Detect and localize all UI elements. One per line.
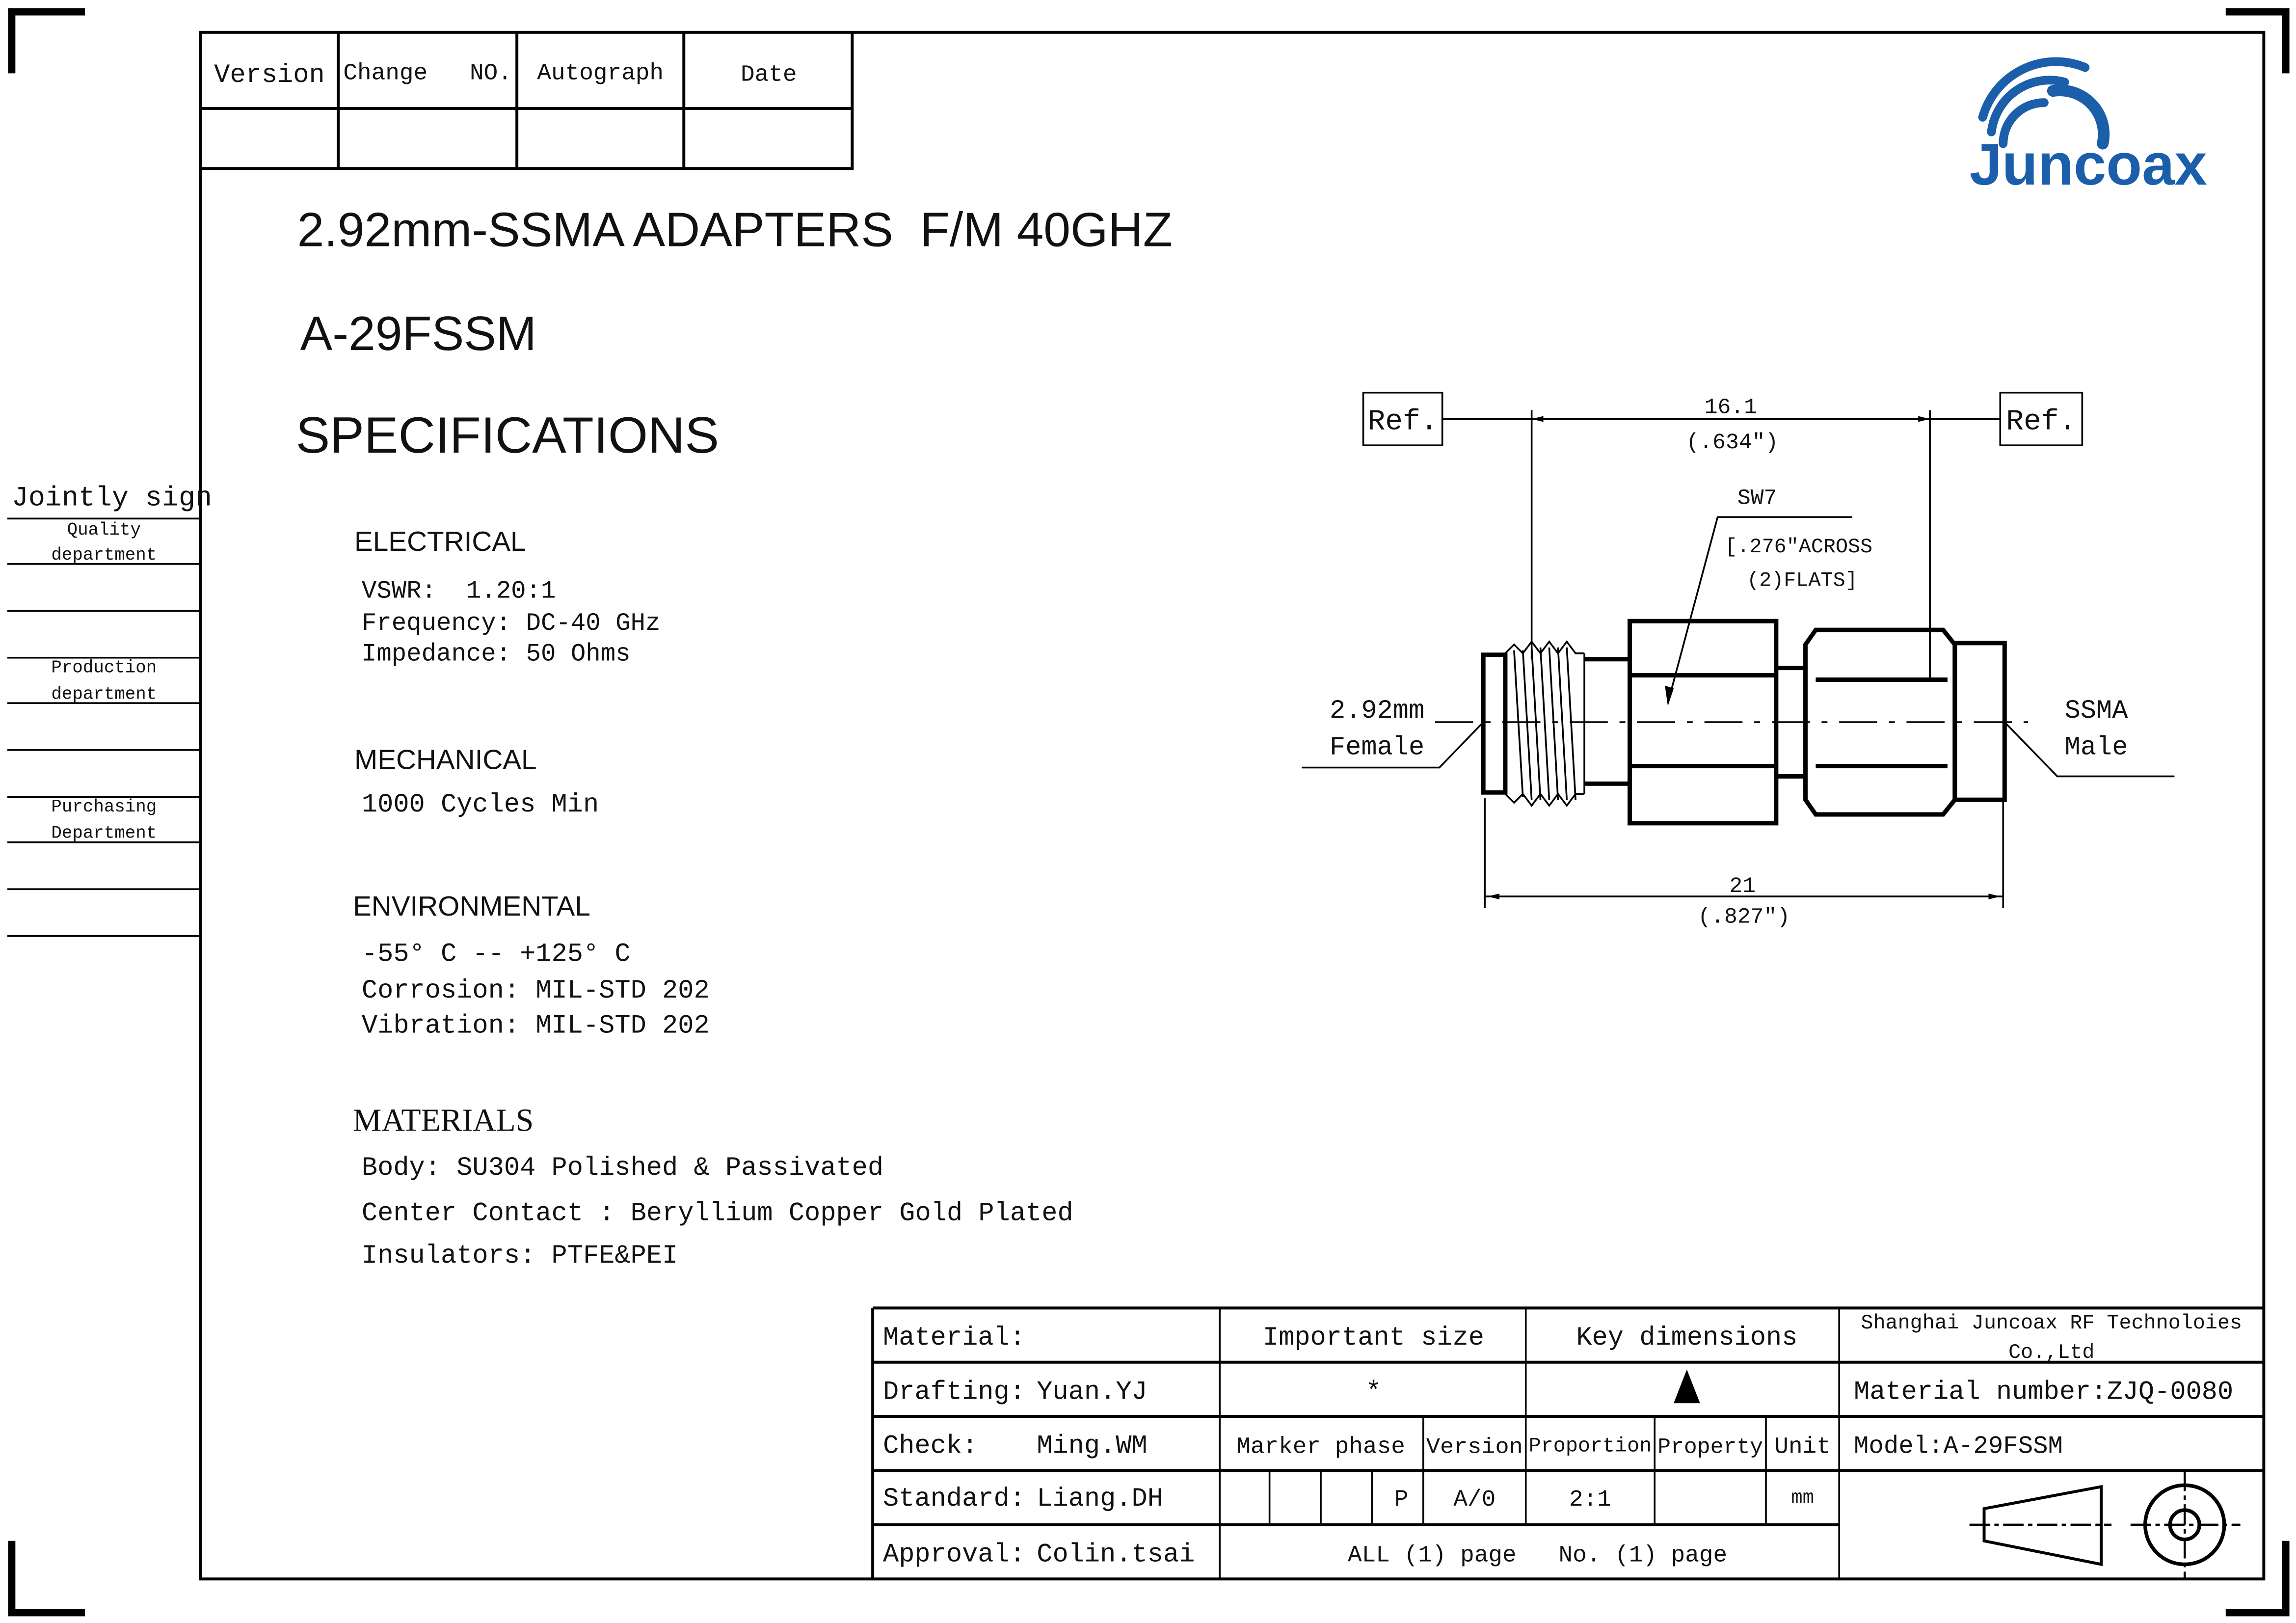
company-name-2: Co.,Ltd <box>2008 1341 2094 1364</box>
spec-frequency: Frequency: DC-40 GHz <box>362 610 661 638</box>
model-number: A-29FSSM <box>300 306 536 360</box>
wrench-size: SW7 <box>1737 486 1777 511</box>
juncoax-logo: Juncoax <box>1970 57 2207 197</box>
right-connector-type: SSMA <box>2065 696 2129 726</box>
revision-header-version: Version <box>214 60 325 90</box>
jointly-sign-panel: Jointly sign Quality department Producti… <box>7 483 212 937</box>
important-size-header: Important size <box>1263 1323 1484 1353</box>
purchasing-department-label-2: Department <box>51 823 157 843</box>
specifications: ELECTRICAL VSWR: 1.20:1 Frequency: DC-40… <box>353 526 1073 1271</box>
proportion-header: Proportion <box>1529 1434 1652 1458</box>
ref-left-label: Ref. <box>1368 405 1438 438</box>
ref-right-label: Ref. <box>2006 405 2076 438</box>
mechanical-heading: MECHANICAL <box>354 744 537 775</box>
revision-header-autograph: Autograph <box>537 60 664 86</box>
dim-top-in: (.634") <box>1686 431 1778 455</box>
drawing-frame <box>199 30 2266 1581</box>
standard-name: Liang.DH <box>1037 1484 1163 1514</box>
standard-label: Standard: <box>883 1484 1025 1514</box>
right-connector-gender: Male <box>2065 733 2128 763</box>
product-title: 2.92mm-SSMA ADAPTERS F/M 40GHZ <box>297 202 1173 256</box>
page-count: ALL (1) page No. (1) page <box>1348 1542 1727 1569</box>
quality-department-label-2: department <box>51 545 157 565</box>
check-label: Check: <box>883 1432 978 1461</box>
key-dimension-triangle-icon <box>1674 1369 1700 1404</box>
production-department-label: Production <box>51 658 157 678</box>
proportion-value: 2:1 <box>1569 1487 1611 1513</box>
purchasing-department-label: Purchasing <box>51 797 157 817</box>
spec-center-contact: Center Contact : Beryllium Copper Gold P… <box>362 1198 1073 1228</box>
dim-bottom-in: (.827") <box>1698 905 1790 930</box>
version-header: Version <box>1426 1435 1523 1460</box>
spec-vswr: VSWR: 1.20:1 <box>362 577 556 605</box>
drafting-label: Drafting: <box>883 1377 1025 1407</box>
left-connector-gender: Female <box>1330 733 1424 763</box>
quality-department-label: Quality <box>67 520 141 540</box>
electrical-heading: ELECTRICAL <box>354 526 526 557</box>
model-field: Model:A-29FSSM <box>1854 1433 2063 1461</box>
spec-cycles: 1000 Cycles Min <box>362 790 599 820</box>
revision-header-change-no: Change NO. <box>343 60 512 86</box>
spec-impedance: Impedance: 50 Ohms <box>362 641 631 669</box>
left-connector-type: 2.92mm <box>1330 696 1424 726</box>
property-header: Property <box>1657 1435 1763 1460</box>
revision-table: Version Change NO. Autograph Date <box>200 32 854 170</box>
spec-temperature: -55° C -- +125° C <box>362 939 631 969</box>
logo-text: Juncoax <box>1970 132 2207 197</box>
phase-value: P <box>1394 1487 1409 1513</box>
title-block: Material: Important size Key dimensions … <box>871 1306 2264 1579</box>
corner-marks <box>8 8 2290 1617</box>
drafting-name: Yuan.YJ <box>1037 1377 1148 1407</box>
dim-top-mm: 16.1 <box>1705 396 1757 420</box>
spec-insulators: Insulators: PTFE&PEI <box>362 1241 678 1271</box>
specifications-heading: SPECIFICATIONS <box>296 406 719 464</box>
approval-label: Approval: <box>883 1540 1025 1570</box>
approval-name: Colin.tsai <box>1037 1540 1195 1570</box>
unit-header: Unit <box>1774 1434 1831 1461</box>
version-value: A/0 <box>1453 1487 1495 1513</box>
material-label: Material: <box>883 1323 1025 1353</box>
production-department-label-2: department <box>51 684 157 704</box>
material-number: Material number:ZJQ-0080 <box>1854 1377 2233 1407</box>
marker-phase-header: Marker phase <box>1236 1434 1405 1461</box>
check-name: Ming.WM <box>1037 1432 1148 1461</box>
company-name: Shanghai Juncoax RF Technoloies <box>1861 1311 2242 1335</box>
environmental-heading: ENVIRONMENTAL <box>353 891 590 922</box>
unit-value: mm <box>1791 1487 1814 1509</box>
important-size-symbol: * <box>1365 1377 1381 1407</box>
dim-bottom-mm: 21 <box>1729 874 1756 899</box>
spec-corrosion: Corrosion: MIL-STD 202 <box>362 976 710 1006</box>
revision-header-date: Date <box>741 61 797 88</box>
jointly-sign-title: Jointly sign <box>12 483 212 514</box>
wrench-note-2: (2)FLATS] <box>1747 569 1858 593</box>
key-dimensions-header: Key dimensions <box>1576 1323 1797 1353</box>
spec-body: Body: SU304 Polished & Passivated <box>362 1153 883 1183</box>
wrench-note-1: [.276"ACROSS <box>1725 535 1872 559</box>
spec-vibration: Vibration: MIL-STD 202 <box>362 1011 710 1041</box>
connector-drawing: Ref. Ref. 16.1 (.634") SW7 [.276"ACROSS … <box>1302 391 2175 930</box>
materials-heading: MATERIALS <box>353 1103 534 1138</box>
projection-symbol-icon <box>1969 1470 2241 1579</box>
